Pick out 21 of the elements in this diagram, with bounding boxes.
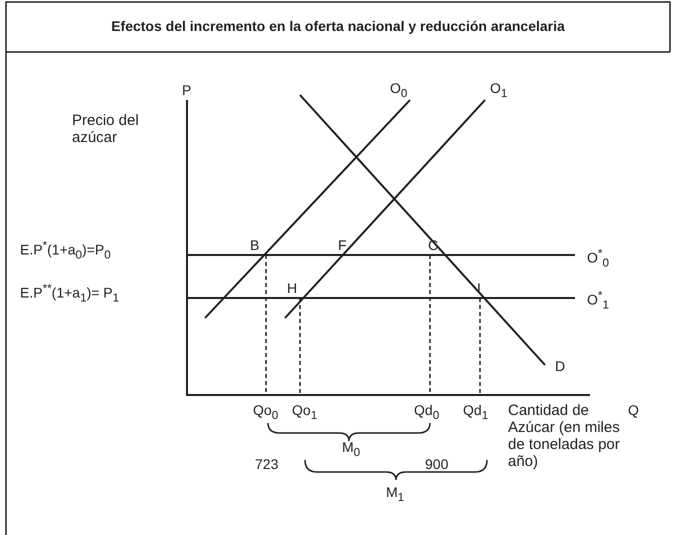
- quantity-label: Qd$_{0}$: [414, 402, 440, 424]
- point-label: B: [250, 237, 260, 254]
- chart-title: Efectos del incremento en la oferta nacional y reducción arancelaria: [110, 18, 566, 34]
- axis-label: Q: [628, 402, 639, 419]
- brace-label: M$_{0}$: [342, 439, 360, 461]
- value-label: 723: [255, 456, 278, 473]
- brace-label: M$_{1}$: [386, 484, 404, 506]
- curve-label: O$_{0}$: [390, 80, 408, 102]
- point-label: H: [287, 280, 298, 297]
- axis-label: Precio del azúcar: [72, 112, 140, 146]
- quantity-label: Qd$_{1}$: [463, 402, 488, 424]
- point-label: F: [338, 237, 347, 254]
- curve-label: O$_{1}$: [490, 80, 508, 102]
- price-label: E.P$^{*}$(1+a$_{0}$)=P$_{0}$: [20, 238, 111, 264]
- quantity-label: Qo$_{1}$: [292, 402, 318, 424]
- value-label: 900: [425, 456, 448, 473]
- axis-label: P: [182, 82, 192, 99]
- quantity-label: Qo$_{0}$: [253, 402, 278, 424]
- curve-label: D: [555, 358, 566, 375]
- axis-label: Cantidad de Azúcar (en miles de toneladas por año): [508, 402, 620, 470]
- price-label: E.P$^{**}$(1+a$_{1}$)= P$_{1}$: [20, 281, 120, 306]
